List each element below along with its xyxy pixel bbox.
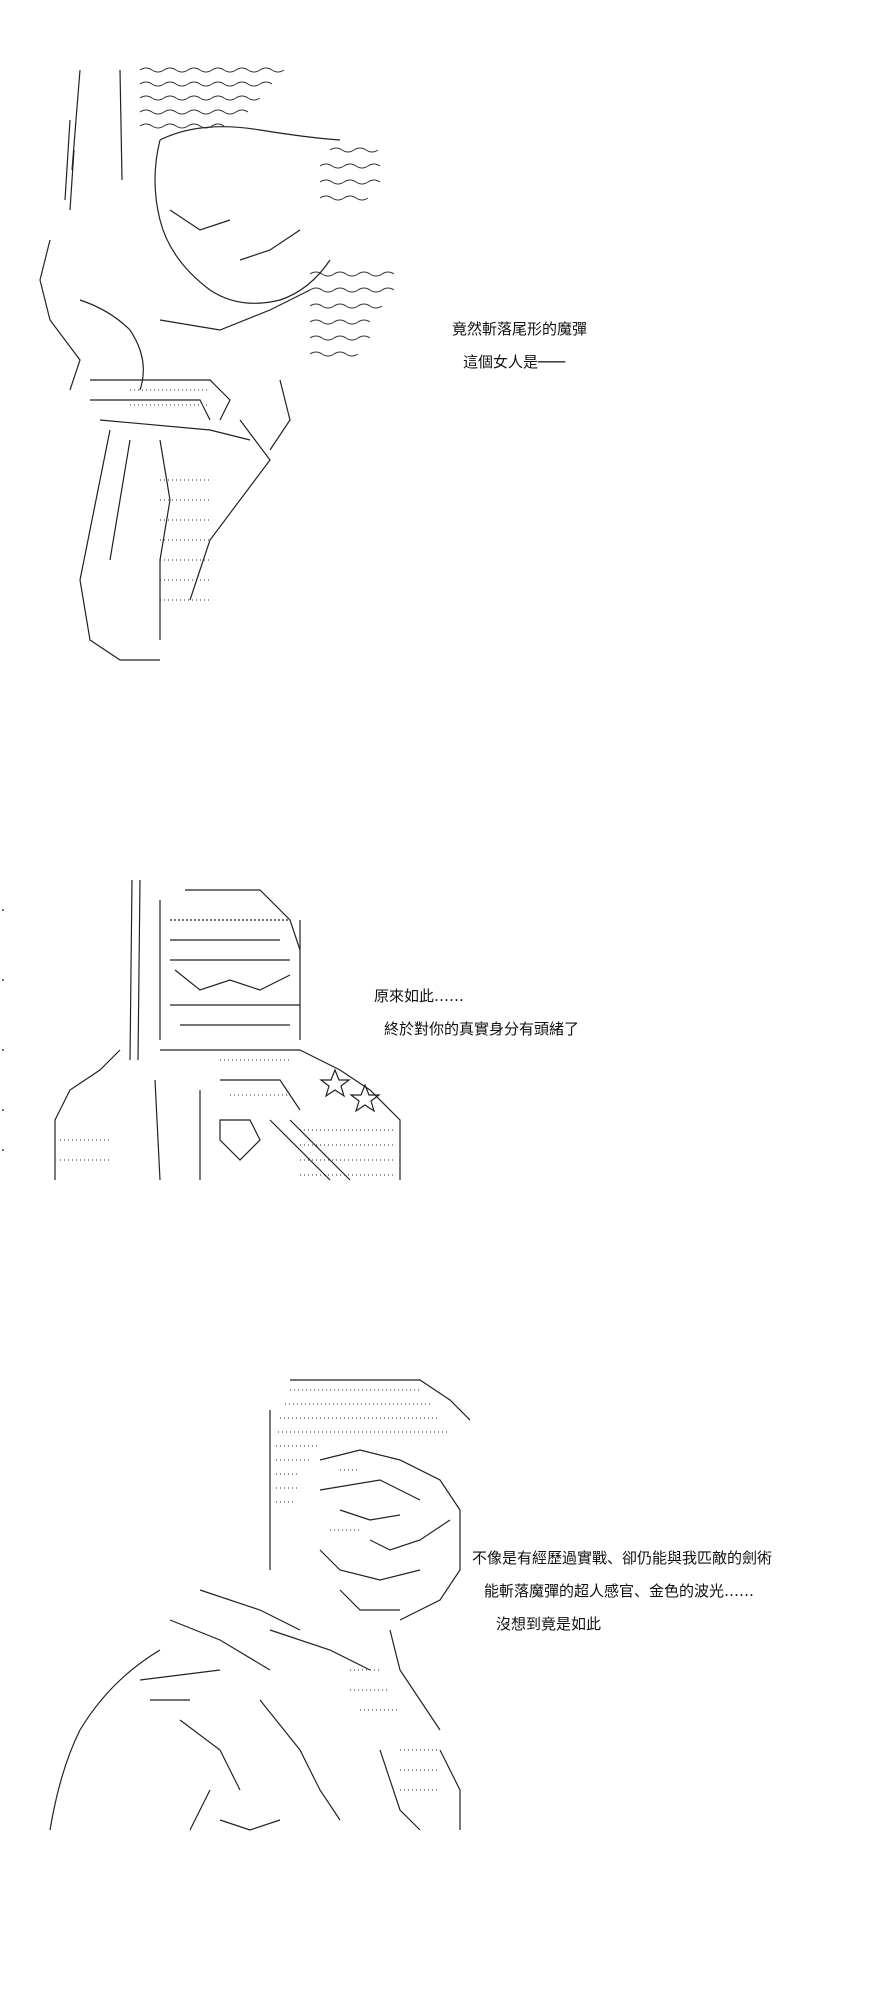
- dialogue-1: 竟然斬落尾形的魔彈 這個女人是───: [452, 313, 587, 379]
- dialogue-2: 原來如此…… 終於對你的真實身分有頭緒了: [374, 980, 579, 1046]
- panel-2: 原來如此…… 終於對你的真實身分有頭緒了: [0, 860, 870, 1200]
- panel-3: 不像是有經歷過實戰、卻仍能與我匹敵的劍術 能斬落魔彈的超人感官、金色的波光…… …: [0, 1370, 870, 1850]
- dialogue-line: 竟然斬落尾形的魔彈: [452, 320, 588, 338]
- panel-1: 竟然斬落尾形的魔彈 這個女人是───: [0, 0, 870, 700]
- dialogue-line: 這個女人是───: [463, 353, 566, 371]
- dialogue-line: 沒想到竟是如此: [496, 1615, 602, 1633]
- ascii-art-man-looking-down: [20, 1370, 470, 1840]
- dialogue-3: 不像是有經歷過實戰、卻仍能與我匹敵的劍術 能斬落魔彈的超人感官、金色的波光…… …: [472, 1542, 772, 1641]
- dialogue-line: 能斬落魔彈的超人感官、金色的波光……: [484, 1582, 755, 1600]
- ascii-art-masked-man: [0, 880, 420, 1190]
- dialogue-line: 原來如此……: [374, 987, 465, 1005]
- dialogue-line: 終於對你的真實身分有頭緒了: [384, 1020, 580, 1038]
- ascii-art-woman-with-sword: [10, 60, 430, 670]
- dialogue-line: 不像是有經歷過實戰、卻仍能與我匹敵的劍術: [472, 1549, 773, 1567]
